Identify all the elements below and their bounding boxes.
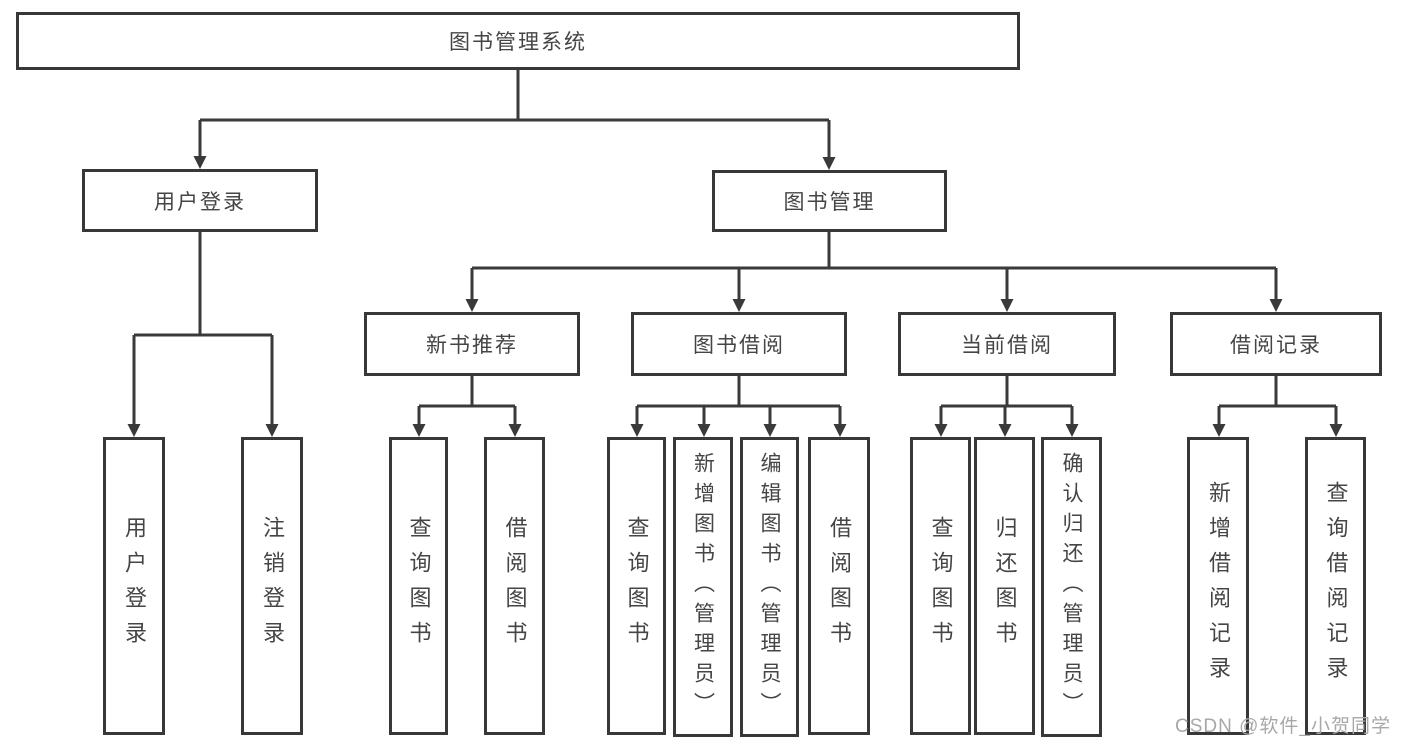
node-new-book-recommend: 新书推荐 bbox=[364, 312, 580, 376]
node-label: 图书管理系统 bbox=[449, 31, 587, 54]
node-label: 用户登录 bbox=[154, 190, 246, 214]
leaf-label: 查询借阅记录 bbox=[1323, 481, 1349, 691]
leaf-query-books-current: 查询图书 bbox=[910, 437, 971, 735]
leaf-add-borrow-record: 新增借阅记录 bbox=[1187, 437, 1249, 735]
node-label: 图书管理 bbox=[783, 191, 876, 214]
leaf-confirm-return-admin: 确认归还（管理员） bbox=[1041, 437, 1102, 737]
root-connectors bbox=[198, 70, 831, 158]
leaf-label: 用户登录 bbox=[122, 516, 147, 656]
borrow-record-connectors bbox=[1217, 376, 1338, 425]
book-management-connectors bbox=[470, 232, 1278, 300]
leaf-query-borrow-record: 查询借阅记录 bbox=[1305, 437, 1366, 735]
leaf-logout: 注销登录 bbox=[241, 437, 303, 735]
leaf-add-book-admin: 新增图书（管理员） bbox=[673, 437, 733, 737]
node-borrow-records: 借阅记录 bbox=[1170, 312, 1382, 376]
node-label: 当前借阅 bbox=[961, 334, 1053, 357]
leaf-label: 借阅图书 bbox=[827, 516, 852, 656]
node-label: 图书借阅 bbox=[693, 334, 785, 357]
leaf-label: 借阅图书 bbox=[502, 516, 528, 656]
arrowheads bbox=[127, 156, 1343, 437]
leaf-edit-book-admin: 编辑图书（管理员） bbox=[740, 437, 799, 737]
node-user-login: 用户登录 bbox=[82, 169, 318, 232]
leaf-label: 查询图书 bbox=[406, 516, 432, 656]
node-current-borrow: 当前借阅 bbox=[898, 312, 1116, 376]
node-label: 新书推荐 bbox=[426, 334, 518, 357]
leaf-user-login: 用户登录 bbox=[103, 437, 165, 735]
leaf-label: 查询图书 bbox=[928, 516, 954, 656]
leaf-label: 注销登录 bbox=[260, 516, 285, 656]
leaf-borrow-books: 借阅图书 bbox=[808, 437, 870, 735]
leaf-query-books-recommend: 查询图书 bbox=[389, 437, 448, 735]
leaf-label: 编辑图书（管理员） bbox=[758, 452, 781, 722]
user-login-connectors bbox=[132, 232, 274, 425]
book-borrow-connectors bbox=[635, 376, 842, 425]
leaf-query-books-borrow: 查询图书 bbox=[607, 437, 666, 735]
leaf-label: 新增借阅记录 bbox=[1206, 481, 1231, 691]
current-borrow-connectors bbox=[939, 376, 1074, 425]
leaf-return-book: 归还图书 bbox=[974, 437, 1035, 735]
new-book-connectors bbox=[417, 376, 517, 425]
leaf-label: 新增图书（管理员） bbox=[691, 452, 715, 722]
leaf-borrow-books-recommend: 借阅图书 bbox=[484, 437, 545, 735]
leaf-label: 归还图书 bbox=[992, 516, 1018, 656]
node-book-management: 图书管理 bbox=[712, 170, 947, 232]
node-book-borrow: 图书借阅 bbox=[631, 312, 847, 376]
leaf-label: 确认归还（管理员） bbox=[1060, 452, 1083, 722]
node-label: 借阅记录 bbox=[1230, 334, 1322, 357]
leaf-label: 查询图书 bbox=[624, 516, 650, 656]
node-library-system: 图书管理系统 bbox=[16, 12, 1020, 70]
